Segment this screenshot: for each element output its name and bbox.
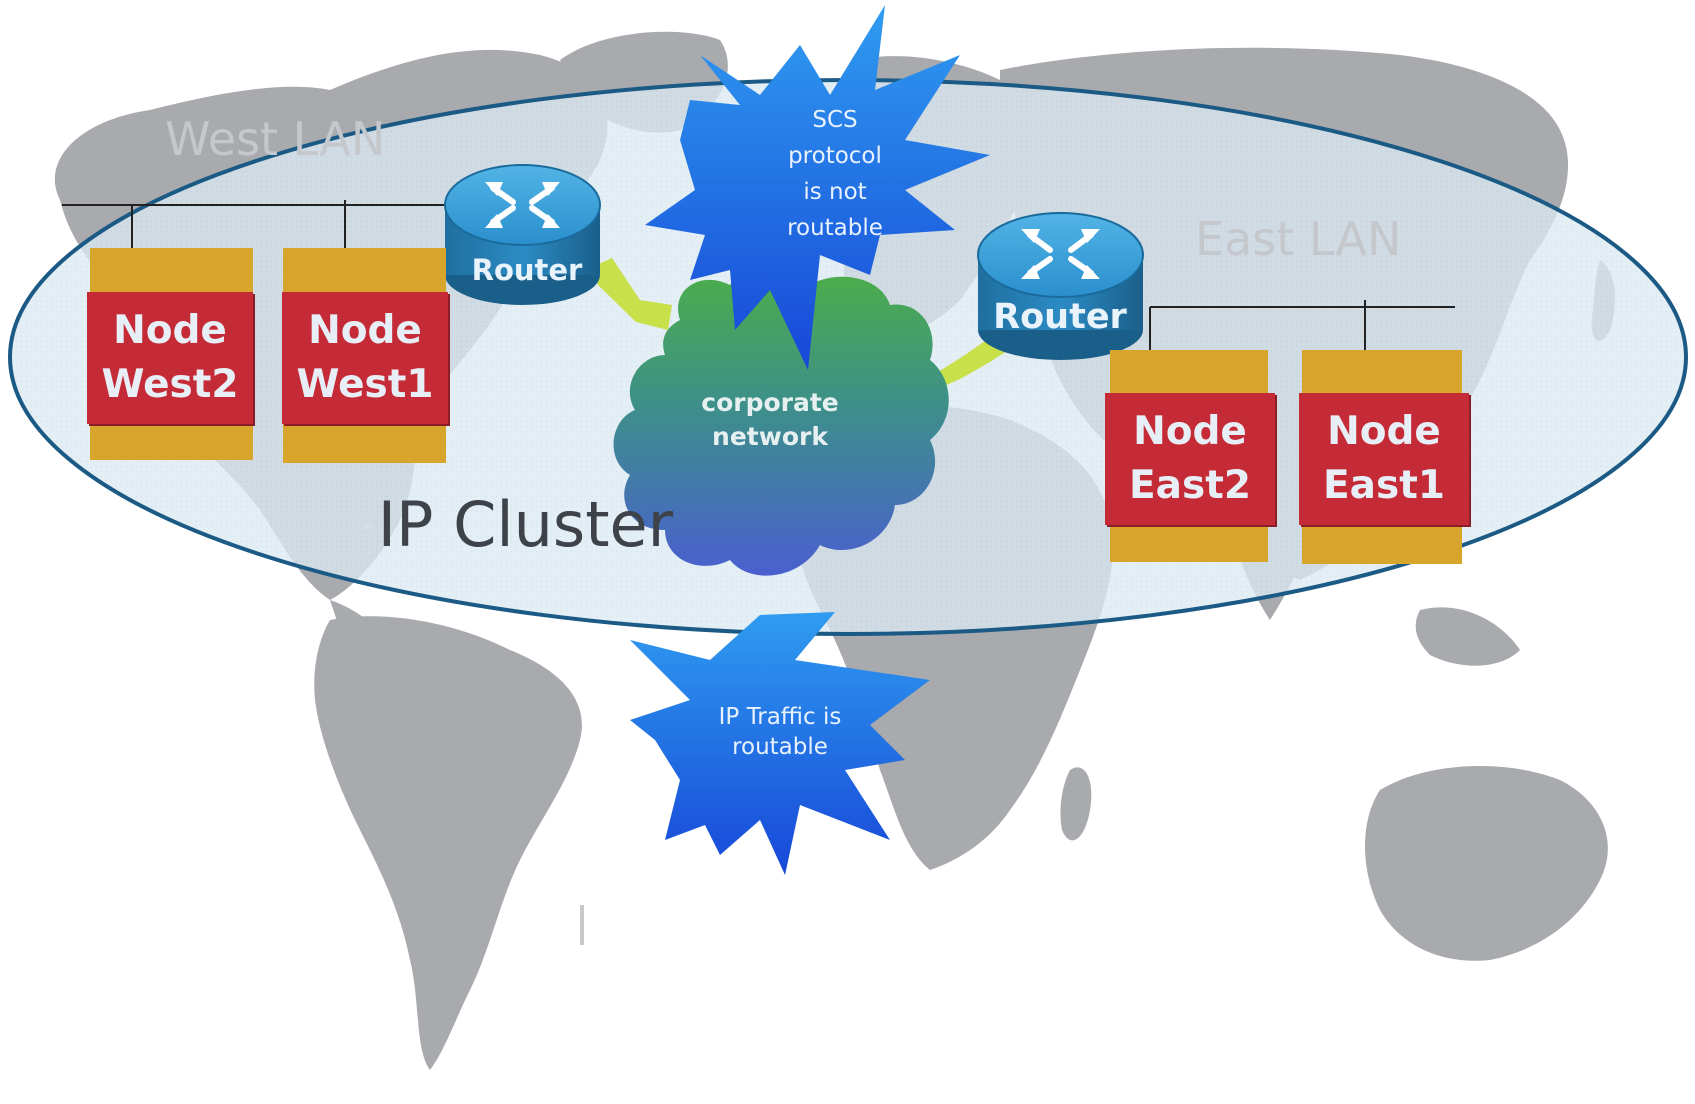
starburst-icon: [645, 5, 990, 370]
starburst-icon-ip: [630, 612, 930, 875]
node-west1[interactable]: Node West1: [282, 292, 448, 424]
cloud-label-line1: corporate: [701, 388, 839, 417]
node-east1-line2: East1: [1323, 463, 1445, 508]
cluster-title-text: IP Cluster: [377, 488, 674, 561]
node-east2-line1: Node: [1133, 409, 1247, 454]
node-west2-line2: West2: [101, 362, 239, 407]
router-icon-east: [977, 212, 1144, 360]
cluster-bullet: •: [360, 511, 378, 547]
se-asia-shape: [1415, 607, 1520, 666]
west-link-bolt: [590, 258, 672, 330]
ip-traffic-line2: routable: [732, 734, 828, 760]
node-east2[interactable]: Node East2: [1105, 393, 1275, 525]
australia-shape: [1365, 766, 1608, 961]
east-lan-label: East LAN: [1195, 212, 1402, 266]
cloud-label: corporate network: [690, 386, 850, 454]
cloud-label-line2: network: [712, 422, 828, 451]
west-lan-bus: [62, 200, 445, 250]
south-america-shape: [314, 616, 582, 1070]
scs-callout-line1: SCS: [812, 107, 858, 133]
node-east1-line1: Node: [1327, 409, 1441, 454]
west-lan-label: West LAN: [165, 112, 386, 166]
scs-callout-line4: routable: [787, 215, 883, 241]
ip-traffic-line1: IP Traffic is: [718, 704, 842, 730]
ip-traffic-callout-label: IP Traffic is routable: [700, 702, 860, 762]
east-lan-bus: [1149, 300, 1455, 350]
node-east2-line2: East2: [1129, 463, 1251, 508]
router-icon: [444, 164, 601, 305]
cloud-icon: [613, 268, 949, 576]
scs-callout-label: SCS protocol is not routable: [760, 102, 910, 246]
scs-callout-line3: is not: [803, 179, 867, 205]
node-west2-line1: Node: [113, 308, 227, 353]
cluster-title: •IP Cluster: [360, 488, 673, 561]
node-west1-line2: West1: [296, 362, 434, 407]
node-west1-line1: Node: [308, 308, 422, 353]
scs-callout-line2: protocol: [788, 143, 882, 169]
router-west-label: Router: [472, 253, 583, 287]
madagascar-shape: [1060, 767, 1092, 841]
node-east1[interactable]: Node East1: [1299, 393, 1469, 525]
router-east-label: Router: [993, 297, 1127, 337]
node-west2[interactable]: Node West2: [87, 292, 253, 424]
